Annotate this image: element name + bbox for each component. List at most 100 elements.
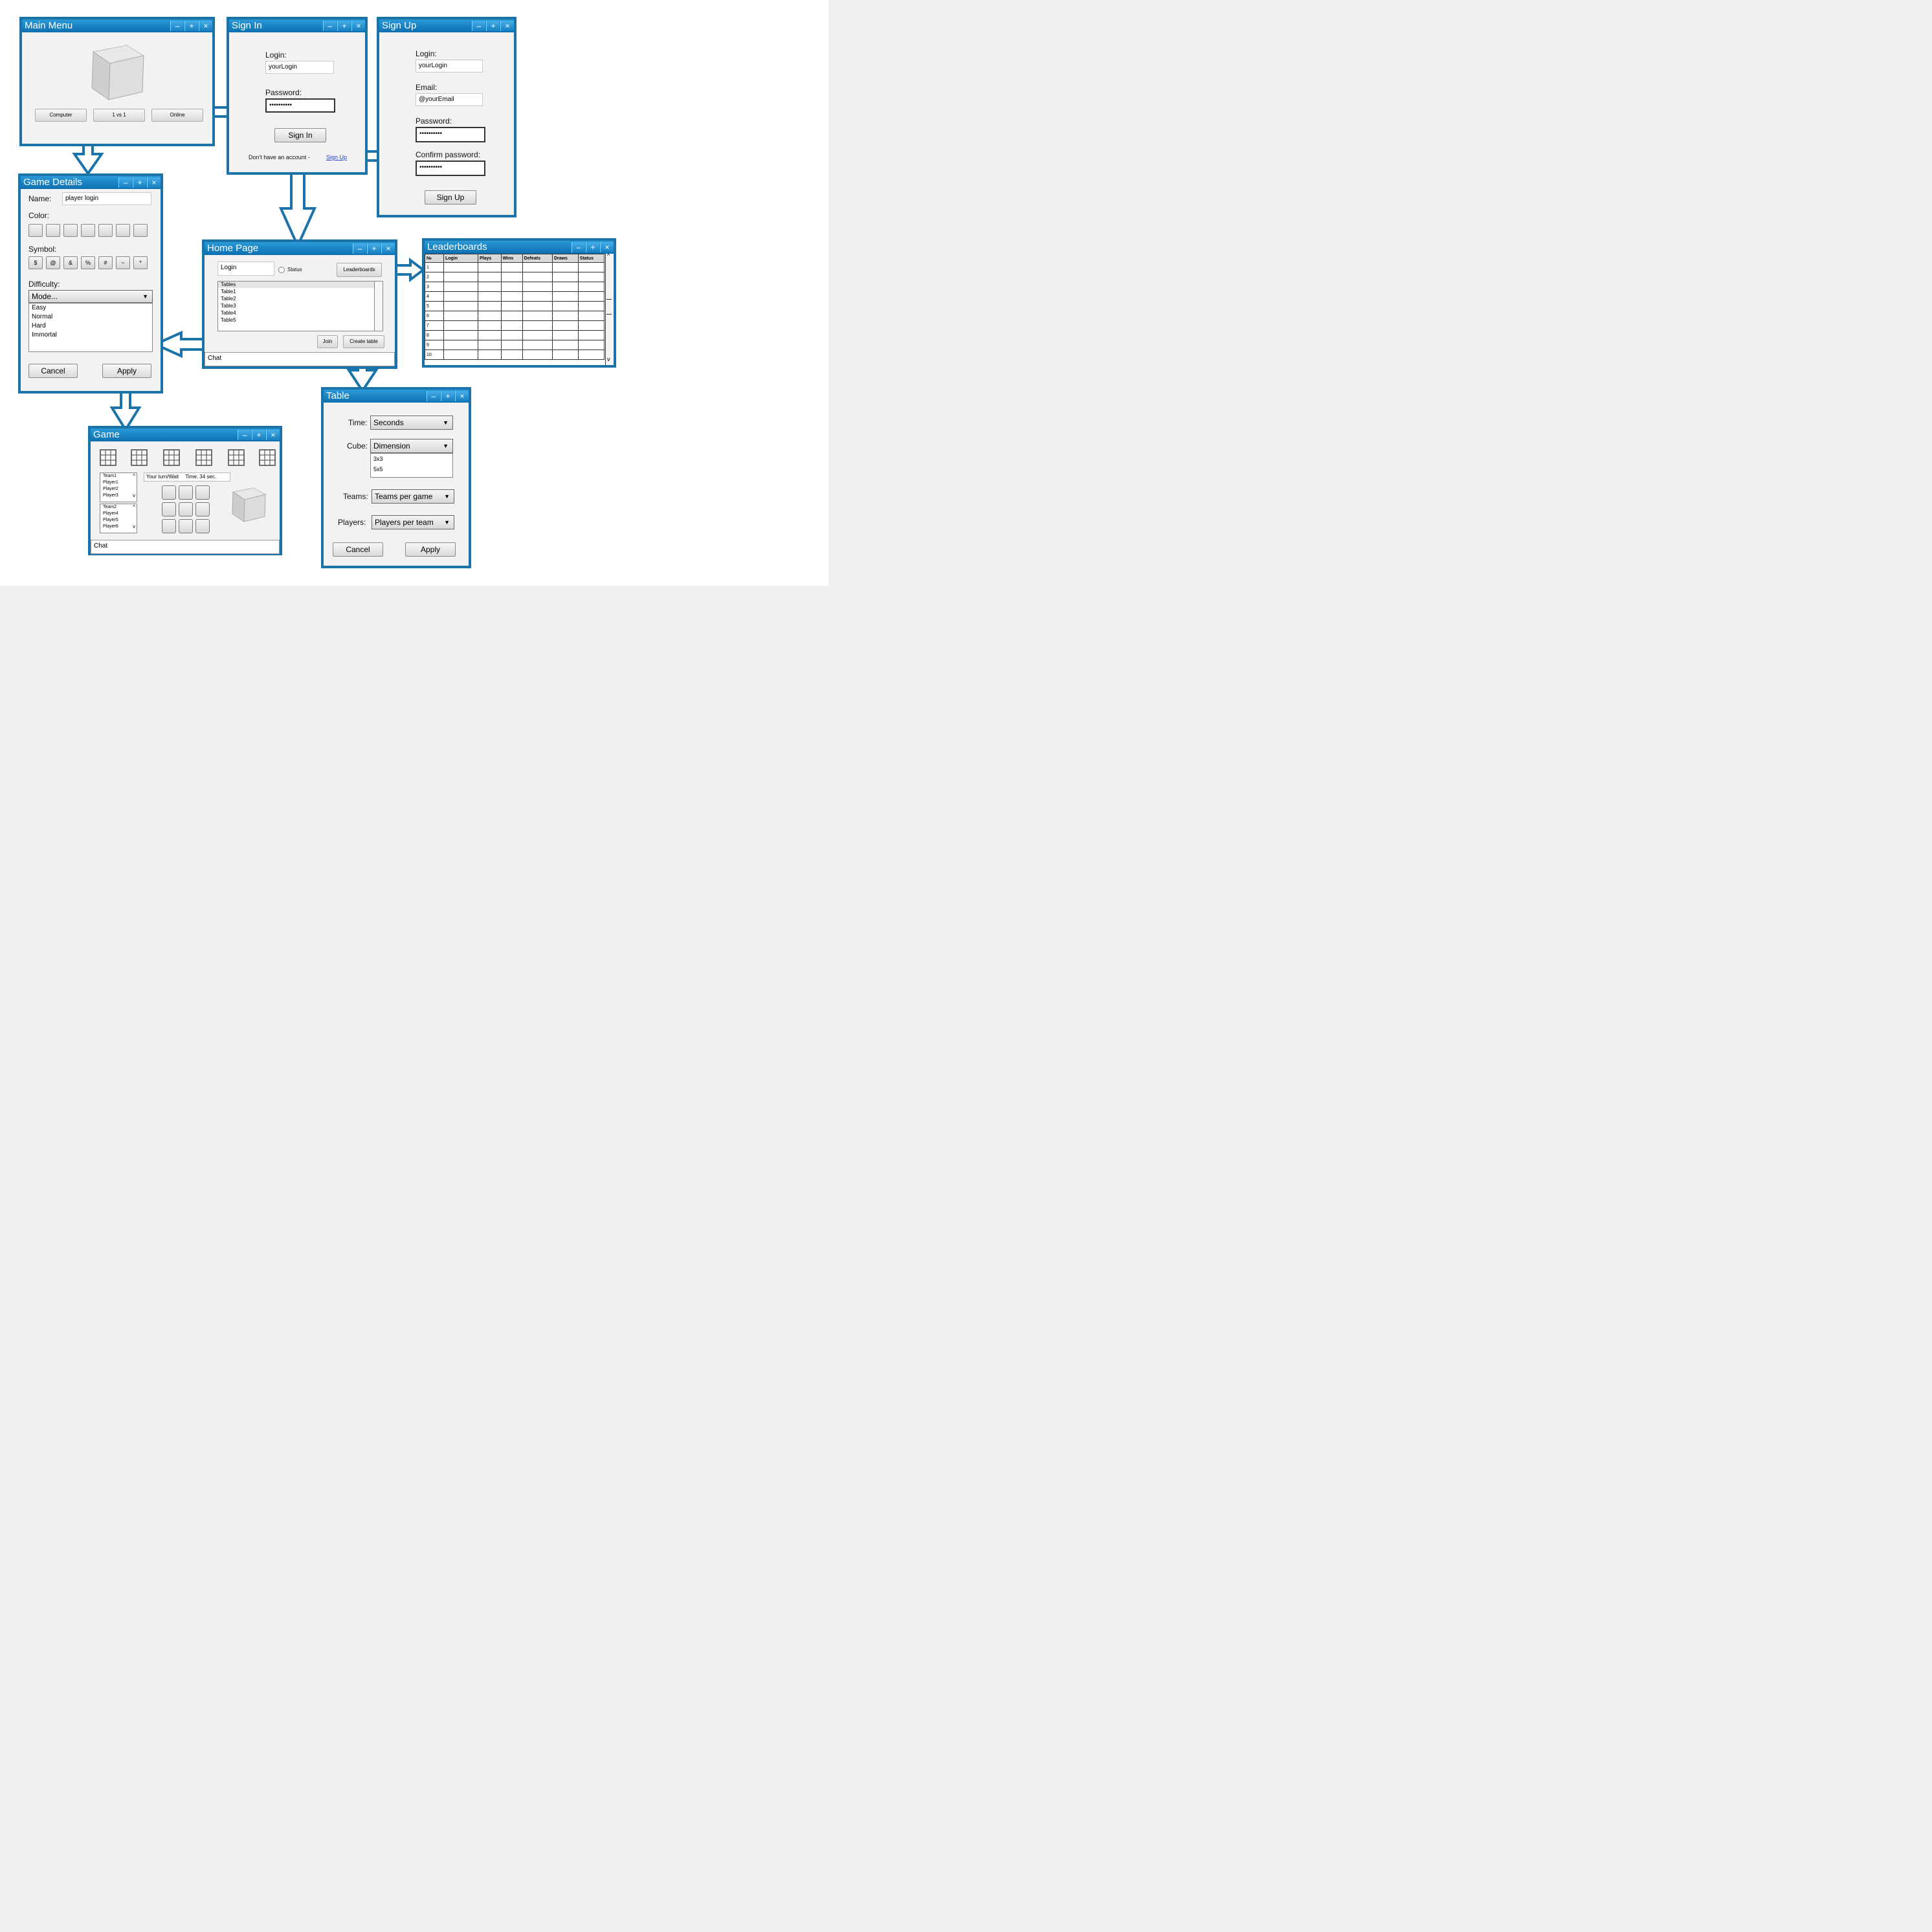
difficulty-dropdown[interactable]: Mode...▼ — [28, 290, 153, 303]
table-list-item[interactable]: Table3 — [221, 303, 236, 309]
confirm-password-input[interactable]: •••••••••• — [416, 161, 485, 176]
apply-button[interactable]: Apply — [102, 364, 151, 378]
apply-button[interactable]: Apply — [405, 542, 456, 557]
scrollbar[interactable] — [374, 282, 383, 331]
minimize-icon[interactable]: – — [238, 430, 251, 440]
name-input[interactable]: player login — [62, 192, 151, 205]
chat-input[interactable]: Chat — [205, 352, 395, 366]
login-input[interactable]: yourLogin — [416, 60, 483, 72]
table-row[interactable]: 4 — [425, 291, 605, 302]
maximize-icon[interactable]: + — [486, 21, 500, 31]
maximize-icon[interactable]: + — [586, 242, 599, 252]
maximize-icon[interactable]: + — [252, 430, 265, 440]
table-row[interactable]: 5 — [425, 301, 605, 311]
minimize-icon[interactable]: – — [323, 21, 337, 31]
board-grid-icon[interactable] — [131, 449, 148, 466]
close-icon[interactable]: × — [266, 430, 280, 440]
color-swatch[interactable] — [81, 224, 95, 237]
maximize-icon[interactable]: + — [441, 391, 454, 401]
online-button[interactable]: Online — [151, 109, 203, 122]
table-row[interactable]: 7 — [425, 320, 605, 331]
board-grid-icon[interactable] — [195, 449, 212, 466]
color-swatch[interactable] — [63, 224, 78, 237]
leaderboards-button[interactable]: Leaderboards — [337, 263, 382, 277]
player-item[interactable]: Player4 — [103, 511, 118, 516]
symbol-button[interactable]: # — [98, 256, 113, 269]
player-item[interactable]: Player6 — [103, 524, 118, 529]
maximize-icon[interactable]: + — [337, 21, 351, 31]
scroll-icon[interactable]: v — [133, 493, 135, 498]
minimize-icon[interactable]: – — [118, 177, 132, 188]
sign-up-link[interactable]: Sign Up — [326, 154, 348, 161]
minimize-icon[interactable]: – — [353, 243, 366, 254]
cube-option[interactable]: 3x3 — [373, 456, 383, 462]
maximize-icon[interactable]: + — [133, 177, 146, 188]
minimize-icon[interactable]: – — [572, 242, 585, 252]
table-row[interactable]: 3 — [425, 282, 605, 292]
table-row[interactable]: 6 — [425, 311, 605, 321]
close-icon[interactable]: × — [147, 177, 161, 188]
table-row[interactable]: 8 — [425, 330, 605, 340]
create-table-button[interactable]: Create table — [343, 335, 384, 348]
email-input[interactable]: @yourEmail — [416, 93, 483, 106]
difficulty-option[interactable]: Hard — [32, 322, 46, 329]
minimize-icon[interactable]: – — [472, 21, 485, 31]
cube-dropdown[interactable]: Dimension▼ — [370, 439, 453, 453]
table-list-item[interactable]: Table2 — [221, 296, 236, 302]
scroll-icon[interactable]: ^ — [133, 473, 135, 479]
scrollbar[interactable]: ^ v — [605, 252, 614, 365]
player-item[interactable]: Player3 — [103, 493, 118, 498]
minimize-icon[interactable]: – — [170, 21, 184, 31]
color-swatch[interactable] — [116, 224, 130, 237]
player-item[interactable]: Player1 — [103, 480, 118, 485]
symbol-button[interactable]: ~ — [116, 256, 130, 269]
close-icon[interactable]: × — [500, 21, 514, 31]
maximize-icon[interactable]: + — [367, 243, 381, 254]
player-item[interactable]: Player5 — [103, 518, 118, 522]
board-cell[interactable] — [195, 502, 210, 516]
board-grid-icon[interactable] — [163, 449, 180, 466]
board-cell[interactable] — [179, 502, 193, 516]
minimize-icon[interactable]: – — [427, 391, 440, 401]
login-input[interactable]: Login — [217, 261, 274, 276]
table-row[interactable]: 1 — [425, 262, 605, 272]
maximize-icon[interactable]: + — [184, 21, 198, 31]
table-list-item[interactable]: Table5 — [221, 317, 236, 323]
password-input[interactable]: •••••••••• — [416, 127, 485, 142]
board-cell[interactable] — [195, 519, 210, 533]
symbol-button[interactable]: * — [133, 256, 148, 269]
color-swatch[interactable] — [28, 224, 43, 237]
symbol-button[interactable]: $ — [28, 256, 43, 269]
close-icon[interactable]: × — [455, 391, 469, 401]
cancel-button[interactable]: Cancel — [333, 542, 383, 557]
board-cell[interactable] — [162, 502, 176, 516]
board-grid-icon[interactable] — [259, 449, 276, 466]
table-row[interactable]: 10 — [425, 350, 605, 360]
difficulty-option[interactable]: Easy — [32, 304, 47, 311]
close-icon[interactable]: × — [199, 21, 212, 31]
sign-up-button[interactable]: Sign Up — [425, 190, 476, 205]
close-icon[interactable]: × — [600, 242, 614, 252]
player-item[interactable]: Player2 — [103, 487, 118, 491]
difficulty-option[interactable]: Normal — [32, 313, 53, 320]
sign-in-button[interactable]: Sign In — [274, 128, 326, 142]
symbol-button[interactable]: @ — [46, 256, 60, 269]
symbol-button[interactable]: & — [63, 256, 78, 269]
one-vs-one-button[interactable]: 1 vs 1 — [93, 109, 145, 122]
table-list-item[interactable]: Table4 — [221, 310, 236, 316]
password-input[interactable]: •••••••••• — [265, 98, 335, 113]
board-grid-icon[interactable] — [228, 449, 245, 466]
board-cell[interactable] — [162, 485, 176, 500]
players-dropdown[interactable]: Players per team▼ — [372, 515, 454, 529]
table-list-item[interactable]: Table1 — [221, 289, 236, 294]
table-row[interactable]: 2 — [425, 272, 605, 282]
join-button[interactable]: Join — [317, 335, 338, 348]
scroll-icon[interactable]: v — [133, 524, 135, 529]
chat-input[interactable]: Chat — [91, 540, 280, 554]
color-swatch[interactable] — [133, 224, 148, 237]
cancel-button[interactable]: Cancel — [28, 364, 78, 378]
scroll-icon[interactable]: ^ — [133, 504, 135, 510]
cube-option[interactable]: 5x5 — [373, 466, 383, 472]
close-icon[interactable]: × — [381, 243, 395, 254]
color-swatch[interactable] — [46, 224, 60, 237]
